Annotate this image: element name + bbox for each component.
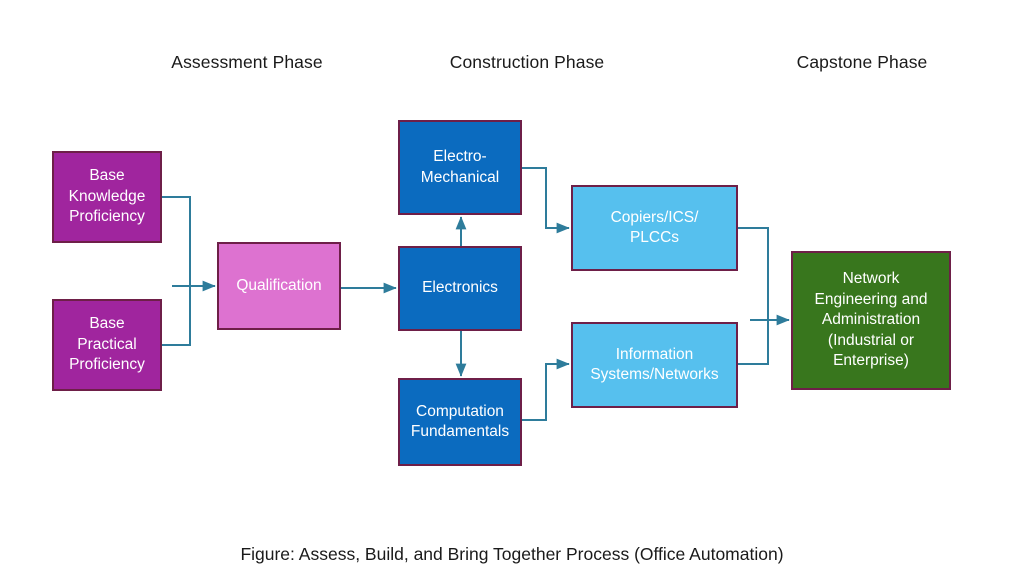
node-base-knowledge-proficiency[interactable]: Base Knowledge Proficiency bbox=[52, 151, 162, 243]
connector-copiers-to-network bbox=[738, 227, 769, 320]
node-copiers-ics-plccs[interactable]: Copiers/ICS/ PLCCs bbox=[571, 185, 738, 271]
phase-label-capstone: Capstone Phase bbox=[796, 52, 928, 72]
node-base-practical-proficiency[interactable]: Base Practical Proficiency bbox=[52, 299, 162, 391]
connector-knowledge-to-qualification bbox=[162, 196, 191, 286]
phase-label-construction: Construction Phase bbox=[449, 52, 605, 72]
node-information-systems-networks[interactable]: Information Systems/Networks bbox=[571, 322, 738, 408]
node-computation-fundamentals[interactable]: Computation Fundamentals bbox=[398, 378, 522, 466]
connector-electro-mechanical-to-copiers bbox=[522, 167, 570, 234]
figure-caption: Figure: Assess, Build, and Bring Togethe… bbox=[240, 544, 784, 564]
node-qualification[interactable]: Qualification bbox=[217, 242, 341, 330]
node-electronics[interactable]: Electronics bbox=[398, 246, 522, 331]
node-electro-mechanical[interactable]: Electro- Mechanical bbox=[398, 120, 522, 215]
node-network-engineering-administration[interactable]: Network Engineering and Administration (… bbox=[791, 251, 951, 390]
phase-label-assessment: Assessment Phase bbox=[171, 52, 323, 72]
connector-computation-to-information bbox=[522, 358, 570, 421]
connector-information-to-network bbox=[738, 320, 769, 365]
connector-practical-to-qualification bbox=[162, 286, 191, 346]
